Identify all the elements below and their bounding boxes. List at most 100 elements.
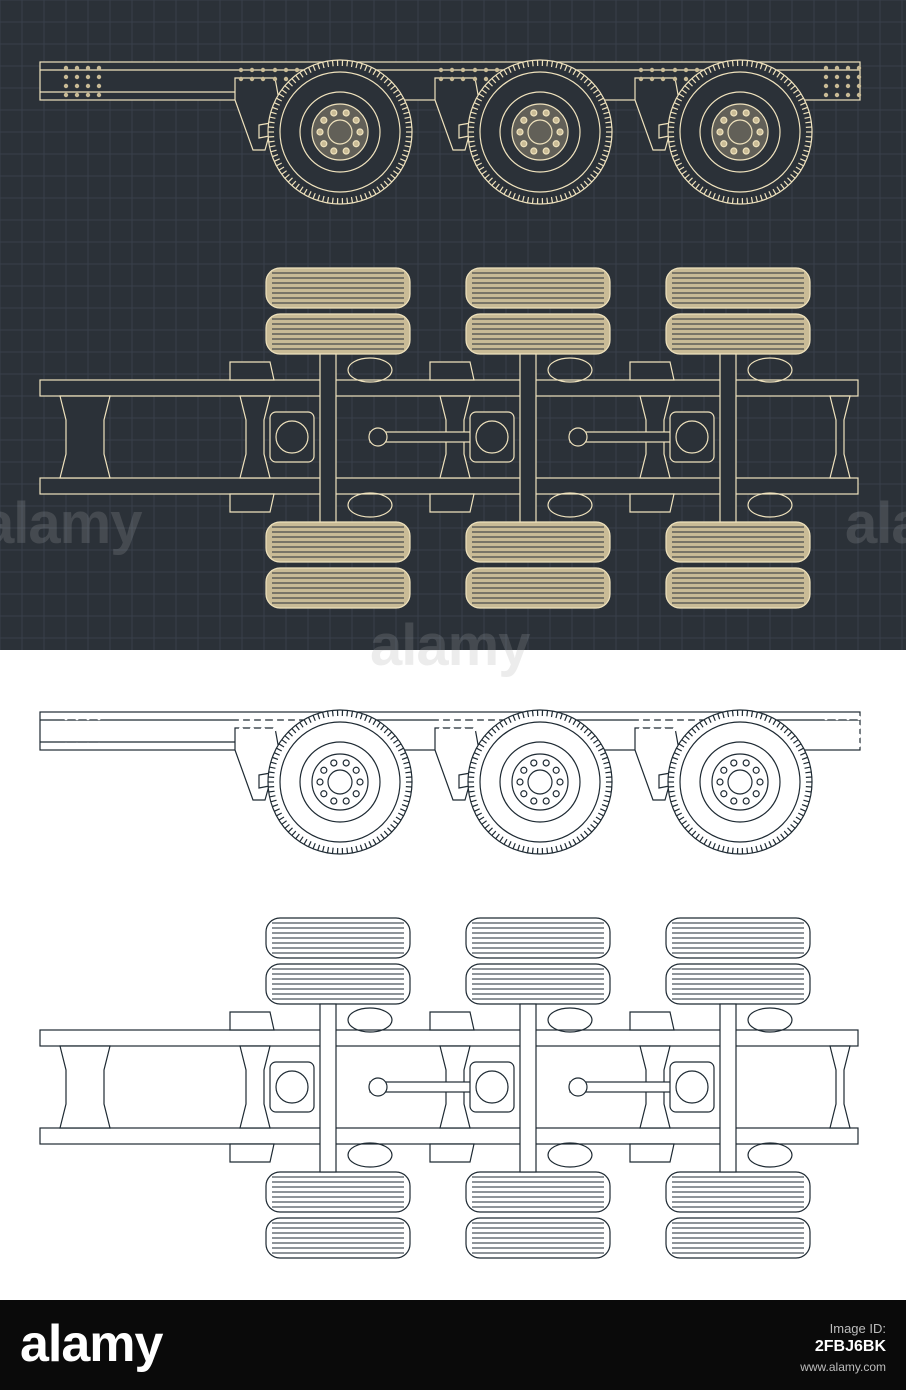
- tread-line: [731, 710, 734, 717]
- tread-line: [559, 194, 563, 201]
- bracket-rivets: [238, 717, 266, 732]
- tread-line: [559, 713, 563, 720]
- tread-line: [350, 60, 354, 68]
- wheel-bolt: [552, 790, 560, 798]
- wheel-bolt: [752, 140, 760, 148]
- tyre-top: [665, 1171, 811, 1213]
- tread-line: [731, 847, 734, 854]
- tread-line: [387, 731, 393, 737]
- tread-line: [405, 771, 412, 774]
- tread-line: [404, 116, 411, 119]
- tread-line: [600, 752, 607, 756]
- rivet: [472, 717, 478, 723]
- air-bag: [347, 492, 393, 518]
- tyre-top: [265, 1171, 411, 1213]
- tread-line: [772, 838, 777, 845]
- tread-line: [695, 833, 700, 840]
- rivet: [260, 67, 266, 73]
- tread-line: [670, 799, 677, 803]
- wheel-bolt: [342, 109, 350, 117]
- tread-line: [707, 191, 712, 197]
- tread-line: [312, 192, 316, 199]
- tread-line: [601, 756, 608, 760]
- tread-line: [393, 89, 399, 94]
- hub: [711, 753, 769, 811]
- tread-line: [503, 69, 508, 76]
- tread-line: [597, 812, 604, 817]
- bracket-rivets: [438, 717, 466, 732]
- tread-line: [383, 830, 389, 836]
- rivet: [63, 733, 69, 739]
- tread-line: [787, 81, 793, 87]
- hub-cap: [527, 119, 553, 145]
- tread-line: [750, 196, 754, 204]
- tread-line: [691, 830, 697, 836]
- tread-line: [526, 846, 530, 854]
- spring-bracket: [429, 361, 475, 381]
- tread-line: [712, 715, 716, 722]
- rivet: [672, 726, 678, 732]
- rivet: [845, 65, 851, 71]
- hub: [511, 753, 569, 811]
- tread-line: [495, 724, 500, 731]
- axle-beam: [519, 353, 537, 523]
- tread-line: [299, 721, 304, 728]
- tread-line: [521, 845, 525, 853]
- differential-cover: [675, 420, 709, 454]
- u-joint: [368, 1077, 388, 1097]
- hub-cap: [727, 769, 753, 795]
- tread-line: [512, 65, 516, 72]
- wheel-bolt: [752, 790, 760, 798]
- tread-line: [804, 145, 811, 148]
- tread-line: [605, 121, 612, 124]
- differential: [469, 411, 515, 463]
- tread-line: [803, 799, 810, 803]
- tread-line: [281, 820, 287, 825]
- tread-line: [764, 192, 768, 199]
- rim: [299, 91, 381, 173]
- wheel-bolts: [316, 759, 364, 805]
- tread-line: [691, 180, 697, 186]
- tread-line: [672, 106, 679, 110]
- tread-line: [746, 60, 749, 67]
- tread-line: [472, 154, 479, 158]
- tread-line: [776, 186, 781, 193]
- tread-line: [755, 845, 759, 853]
- tread-line: [487, 81, 493, 87]
- rivet: [494, 67, 500, 73]
- rivet: [472, 726, 478, 732]
- tread-line: [703, 719, 708, 726]
- tread-line: [487, 177, 493, 183]
- wheel-bolt: [316, 128, 324, 136]
- tread-line: [800, 752, 807, 756]
- rivet: [660, 67, 666, 73]
- tread-line: [299, 836, 304, 843]
- tread-line: [321, 711, 325, 719]
- tread-line: [600, 102, 607, 106]
- tread-line: [564, 715, 568, 722]
- tread-line: [695, 74, 700, 81]
- tread-line: [331, 847, 334, 854]
- tread-line: [787, 731, 793, 737]
- tread-line: [491, 180, 497, 186]
- tread-line: [359, 713, 363, 720]
- tread-line: [303, 69, 308, 76]
- tread-line: [303, 838, 308, 845]
- tread-line: [481, 170, 487, 175]
- tread-line: [531, 60, 534, 67]
- tread-line: [684, 85, 690, 91]
- rivet: [85, 715, 91, 721]
- tread-line: [601, 804, 608, 808]
- tread-line: [699, 836, 704, 843]
- tread-line: [800, 158, 807, 162]
- rivet: [823, 83, 829, 89]
- hub-cap: [527, 769, 553, 795]
- tread-line: [355, 845, 359, 853]
- tread-line: [795, 166, 802, 171]
- wheel-bolt: [752, 766, 760, 774]
- wheel-bolt: [356, 128, 364, 136]
- tyre-top-outer: [265, 1217, 411, 1259]
- tread-line: [346, 197, 349, 204]
- tyre-top-inner: [465, 521, 611, 563]
- rivet: [74, 92, 80, 98]
